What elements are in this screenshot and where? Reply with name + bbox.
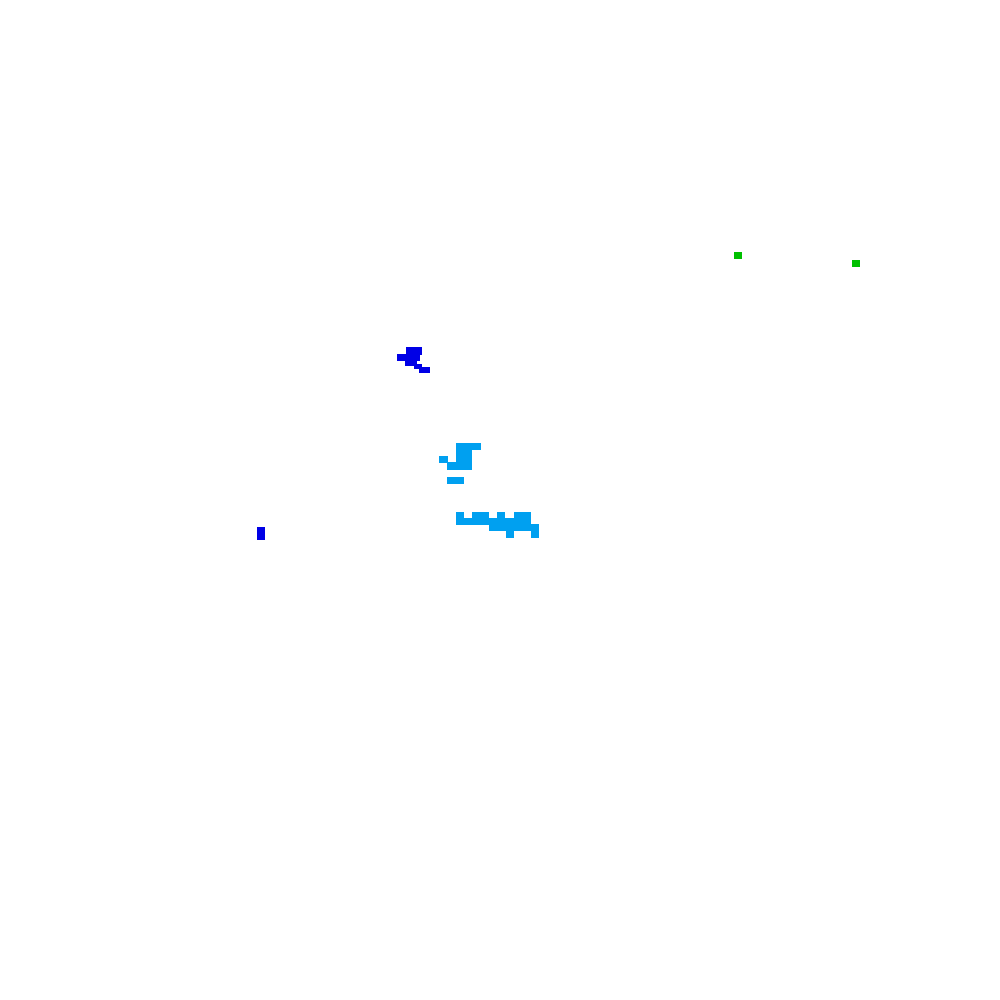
dark-blue-mark	[257, 527, 265, 540]
light-blue-pixel	[489, 524, 539, 531]
green-dot	[852, 260, 860, 267]
dark-blue-pixel	[405, 360, 417, 366]
green-dot	[734, 252, 742, 259]
light-blue-pixel	[456, 512, 464, 519]
light-blue-pixel	[497, 512, 505, 519]
light-blue-pixel	[447, 477, 464, 484]
light-blue-pixel	[472, 512, 489, 519]
light-blue-pixel	[456, 449, 472, 457]
light-blue-pixel	[514, 512, 531, 519]
light-blue-pixel	[489, 518, 531, 525]
light-blue-pixel	[531, 530, 539, 538]
dark-blue-pixel	[397, 354, 420, 361]
dark-blue-cluster	[397, 347, 430, 373]
dark-blue-pixel	[406, 347, 422, 355]
light-blue-upper-cluster	[439, 443, 481, 484]
light-blue-pixel	[439, 456, 448, 463]
light-blue-pixel	[506, 530, 514, 538]
dark-blue-mark-group	[257, 527, 265, 540]
light-blue-pixel	[447, 462, 472, 470]
green-dot-group	[734, 252, 860, 267]
light-blue-pixel	[456, 518, 498, 525]
dark-blue-pixel	[414, 364, 422, 369]
dark-blue-pixel	[419, 367, 430, 373]
light-blue-pixel	[456, 456, 472, 463]
light-blue-lower-cluster	[456, 512, 539, 538]
light-blue-pixel	[456, 443, 481, 450]
